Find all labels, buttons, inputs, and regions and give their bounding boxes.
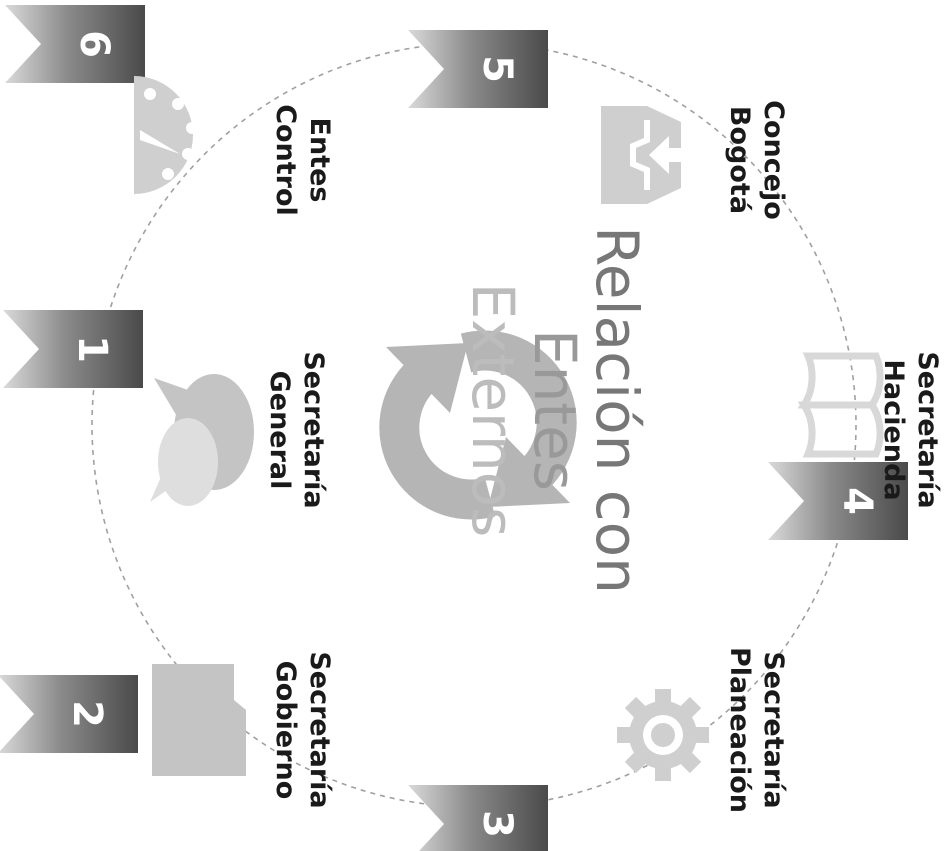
step-5-label-line1: Concejo: [758, 100, 789, 220]
inbox-download-icon: [601, 106, 699, 204]
step-6-label: Entes Control: [268, 60, 336, 260]
step-3-number: 3: [474, 810, 520, 838]
step-1-label-line1: Secretaría: [298, 351, 329, 509]
step-5-label: Concejo Bogotá: [722, 60, 790, 260]
folder-icon: [152, 664, 246, 776]
gear-icon: [617, 689, 709, 781]
step-6-label-line2: Control: [270, 104, 301, 216]
step-5-flag: 5: [408, 30, 548, 108]
step-4-label-line2: Hacienda: [878, 359, 909, 501]
step-1-flag: 1: [3, 310, 143, 388]
dashboard-gauge-icon: [134, 76, 198, 194]
center-title-line1: Relación con: [583, 226, 651, 594]
center-title: Relación con Entes Externos: [459, 170, 651, 650]
step-2-number: 2: [64, 700, 110, 728]
chat-bubbles-icon: [150, 374, 254, 506]
step-4-flag: 4: [768, 462, 908, 540]
step-6-label-line1: Entes: [304, 117, 335, 203]
step-2-flag: 2: [0, 675, 138, 753]
step-6-number: 6: [71, 30, 117, 58]
step-3-label: Secretaría Planeación: [722, 630, 790, 830]
step-2-label-line1: Secretaría: [304, 651, 335, 809]
step-4-label-line1: Secretaría: [912, 351, 943, 509]
center-title-line3: Externos: [459, 282, 527, 538]
center-title-line2: Entes: [521, 328, 589, 492]
step-3-flag: 3: [408, 785, 548, 851]
step-5-number: 5: [474, 55, 520, 83]
step-3-label-line2: Planeación: [724, 646, 755, 814]
step-6-flag: 6: [5, 5, 145, 83]
refresh-cycle-icon: [379, 330, 577, 520]
open-book-icon: [798, 352, 884, 458]
step-3-label-line1: Secretaría: [758, 651, 789, 809]
step-4-number: 4: [834, 487, 880, 515]
step-2-label: Secretaría Gobierno: [268, 630, 336, 830]
step-5-label-line2: Bogotá: [724, 105, 755, 215]
step-1-label-line2: General: [264, 370, 295, 490]
step-2-label-line2: Gobierno: [270, 660, 301, 800]
step-4-label: Secretaría Hacienda: [876, 310, 944, 550]
step-1-number: 1: [69, 335, 115, 363]
step-1-label: Secretaría General: [262, 330, 330, 530]
